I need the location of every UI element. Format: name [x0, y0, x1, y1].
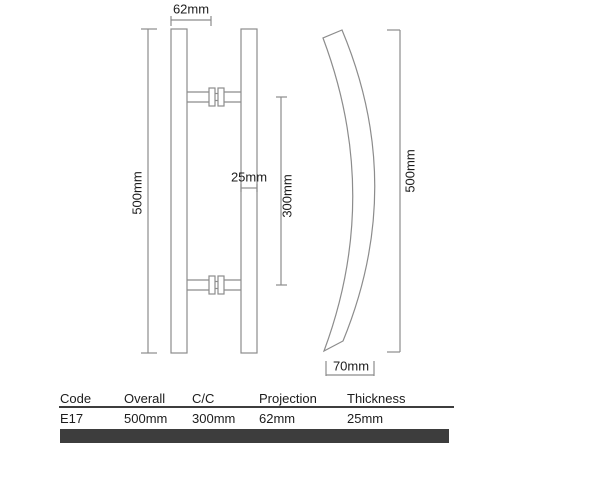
spec-header-projection: Projection — [259, 391, 317, 406]
bow-dim-line — [325, 361, 375, 376]
spec-value-projection: 62mm — [259, 411, 296, 426]
front-back-bar — [240, 28, 258, 354]
front-thickness-dim-label: 25mm — [230, 169, 268, 185]
top-fixing — [187, 87, 241, 107]
front-view — [141, 16, 287, 354]
spec-value-code: E17 — [60, 411, 84, 426]
cc-dim-line — [276, 96, 287, 286]
spec-header-cc: C/C — [192, 391, 215, 406]
front-grip-bar — [170, 28, 188, 354]
front-width-dim-label: 62mm — [172, 1, 210, 17]
spec-header-code: Code — [60, 391, 92, 406]
overall-dim-line-left — [141, 28, 157, 354]
overall-dim-line-right — [387, 29, 401, 353]
side-view — [322, 29, 401, 376]
curved-handle-profile — [322, 29, 376, 353]
spec-value-cc: 300mm — [192, 411, 236, 426]
table-footer-bar — [60, 429, 449, 443]
spec-header-overall: Overall — [124, 391, 166, 406]
spec-header-thickness: Thickness — [347, 391, 406, 406]
side-overall-dim-label: 500mm — [402, 149, 418, 193]
table-header-rule — [59, 406, 454, 408]
width-dim-line — [170, 16, 212, 26]
spec-value-overall: 500mm — [124, 411, 168, 426]
bottom-fixing — [187, 275, 241, 295]
side-bow-dim-label: 70mm — [332, 358, 370, 374]
spec-value-thickness: 25mm — [347, 411, 384, 426]
front-centres-dim-label: 300mm — [279, 174, 295, 218]
front-overall-dim-label: 500mm — [129, 171, 145, 215]
thickness-dim-line — [240, 184, 258, 192]
